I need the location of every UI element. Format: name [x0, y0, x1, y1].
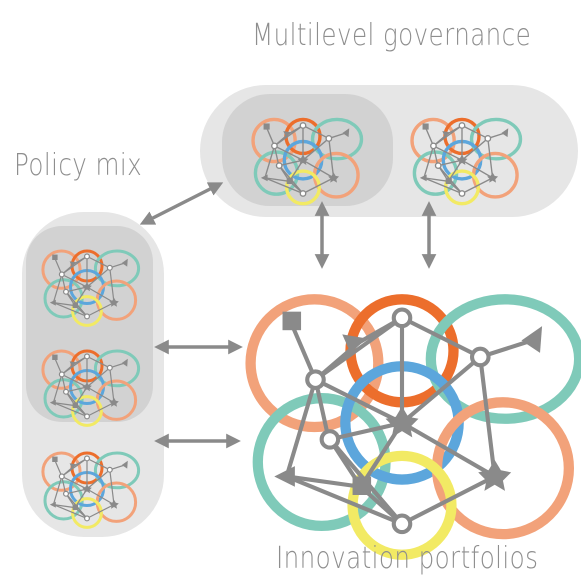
- arrow-policy-to-governance: [139, 182, 224, 225]
- innovation-portfolio-network: [251, 299, 580, 554]
- multilevel-governance-label: Multilevel governance: [252, 18, 532, 53]
- multilevel-governance-highlight: [222, 94, 393, 206]
- policy-mix-label: Policy mix: [14, 148, 143, 183]
- innovation-portfolios-label: Innovation portfolios: [276, 541, 539, 576]
